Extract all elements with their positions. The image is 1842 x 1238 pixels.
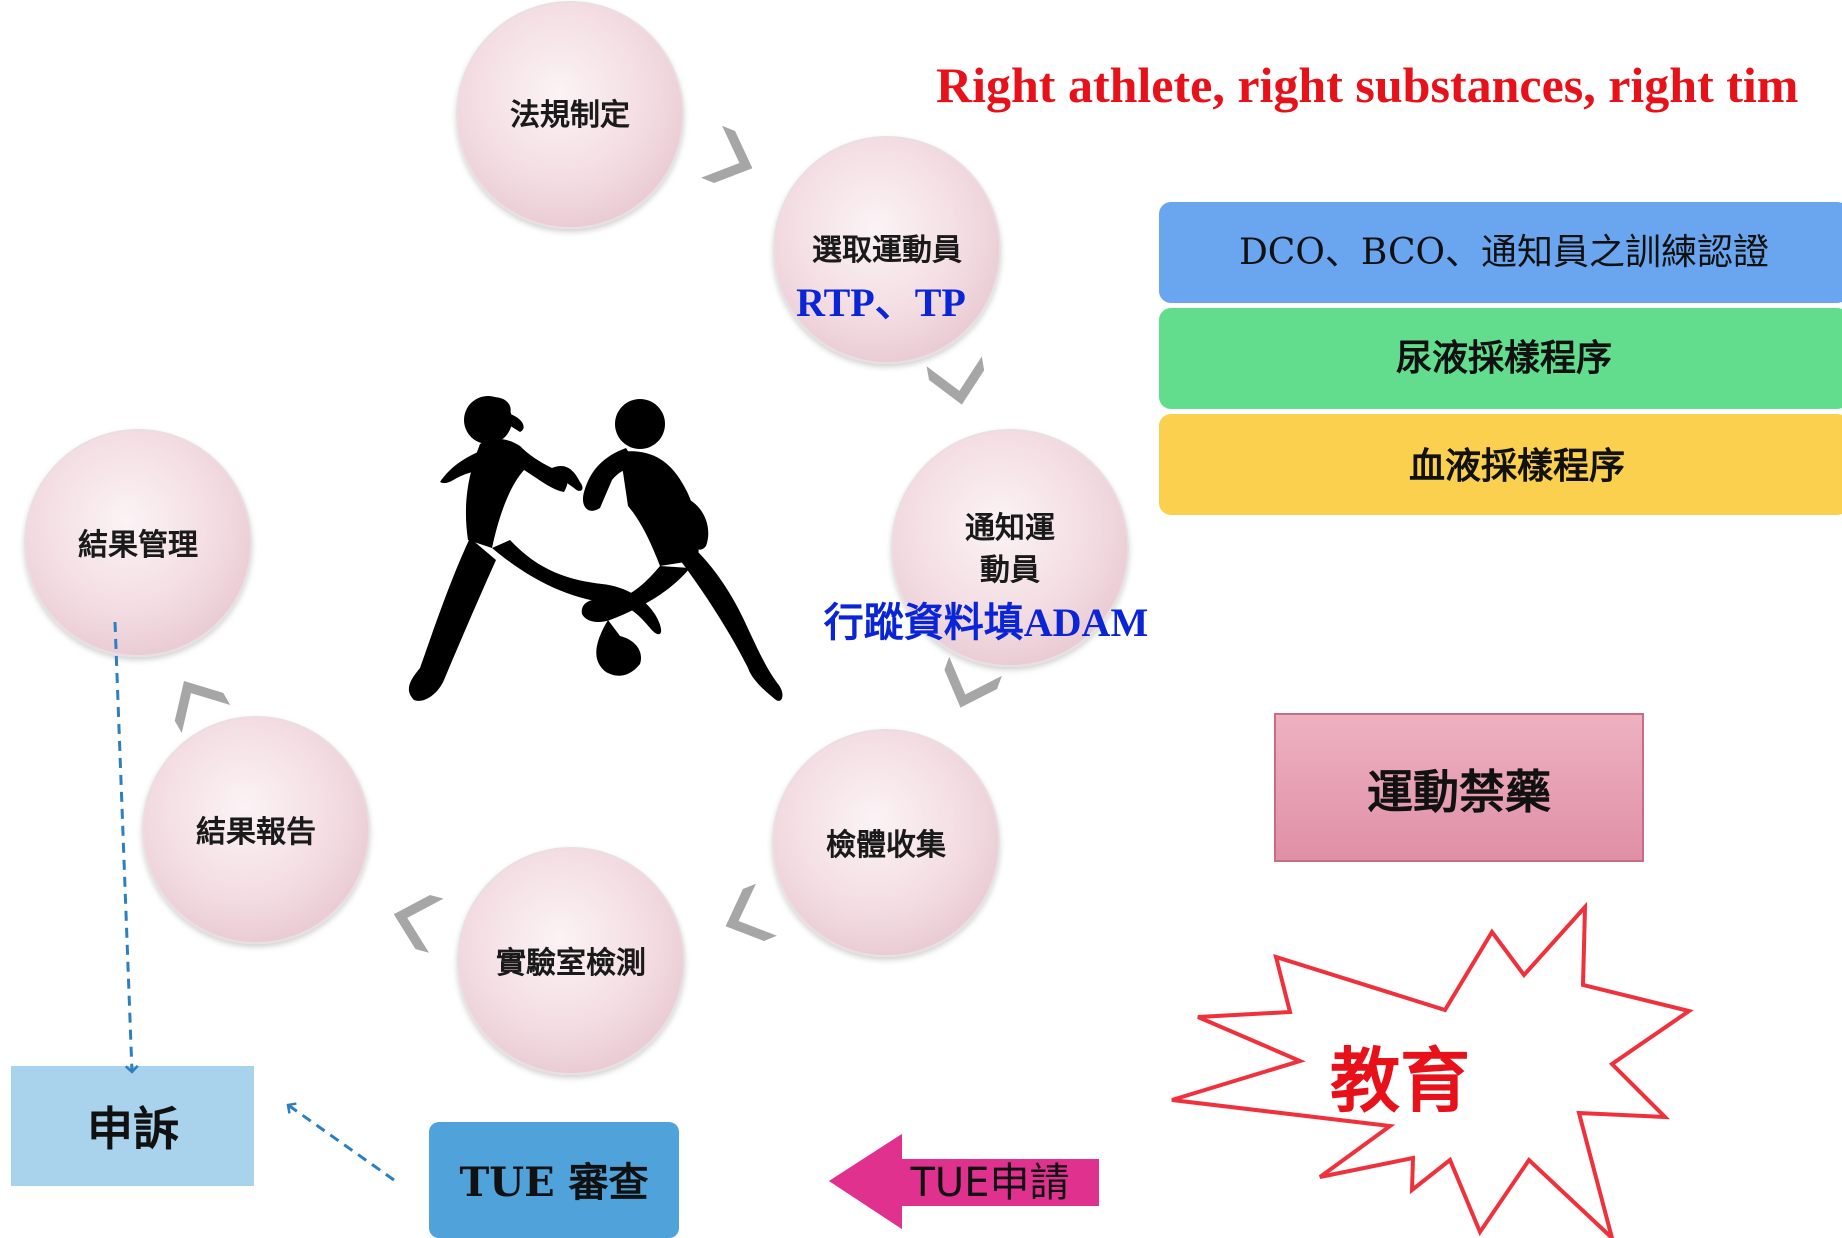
node-label: 實驗室檢測 [496,946,646,981]
tue-apply-arrow[interactable]: TUE申請 [825,1130,1101,1233]
runners-silhouette-icon [408,396,783,701]
chevron-down-icon [926,356,985,405]
appeal-label: 申訴 [87,1102,179,1156]
node-label: 結果報告 [196,815,316,850]
node-regulation[interactable]: 法規制定 [456,1,684,229]
blood-sampling-box[interactable]: 血液採樣程序 [1159,414,1842,515]
blood-sampling-label: 血液採樣程序 [1409,445,1625,487]
node-label: 檢體收集 [826,828,947,863]
node-sample-collection[interactable]: 檢體收集 [772,729,1000,957]
male-runner-icon [581,399,783,701]
tue-review-box[interactable]: TUE 審查 [429,1122,679,1238]
doping-label: 運動禁藥 [1367,765,1551,819]
node-result-management[interactable]: 結果管理 [24,429,252,657]
tue-apply-label: TUE申請 [910,1160,1070,1206]
chevron-left-icon [393,895,444,953]
headline: Right athlete, right substances, right t… [936,57,1798,113]
select-athletes-sublabel: RTP、TP [796,280,966,325]
node-label-line1: 通知運 [965,511,1055,546]
chevron-right-icon [701,125,753,183]
node-label: 選取運動員 [812,233,962,268]
chevron-left-icon [725,883,777,941]
urine-sampling-box[interactable]: 尿液採樣程序 [1159,308,1842,409]
appeal-box[interactable]: 申訴 [11,1066,254,1186]
training-certification-label: DCO、BCO、通知員之訓練認證 [1239,232,1769,273]
node-label: 結果管理 [78,528,198,563]
result-to-appeal-arrow [113,621,139,1074]
training-certification-box[interactable]: DCO、BCO、通知員之訓練認證 [1159,202,1842,303]
doping-box[interactable]: 運動禁藥 [1274,713,1644,862]
education-label: 教育 [1330,1039,1470,1122]
chevron-down-icon [944,656,1002,708]
urine-sampling-label: 尿液採樣程序 [1396,337,1612,379]
notify-athletes-sublabel: 行蹤資料填ADAM [824,600,1148,645]
starburst-shape [1171,901,1694,1238]
node-label-line2: 動員 [980,553,1040,588]
node-notify-athletes[interactable]: 通知運 動員 [891,429,1129,667]
node-lab-testing[interactable]: 實驗室檢測 [457,847,685,1075]
node-label: 法規制定 [510,98,630,133]
chevron-up-icon [174,680,231,734]
female-runner-icon [408,396,662,701]
education-starburst[interactable]: 教育 [1171,901,1694,1238]
tue-review-label: TUE 審查 [459,1159,648,1206]
node-select-athletes[interactable]: 選取運動員 [773,136,1001,364]
tue-review-to-appeal-arrow [286,1102,395,1182]
node-result-report[interactable]: 結果報告 [142,716,370,944]
